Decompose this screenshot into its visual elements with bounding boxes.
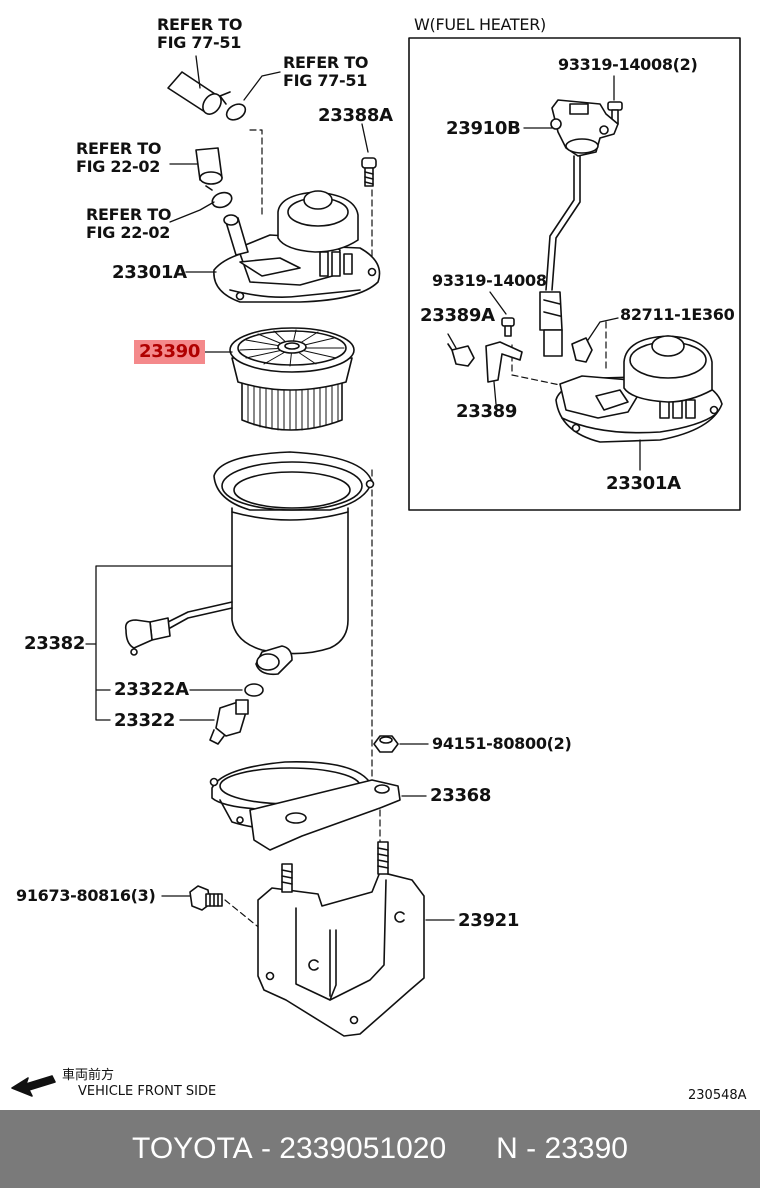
footer-brand: TOYOTA [132, 1132, 253, 1165]
drain-plug-23322 [209, 699, 249, 745]
label-refer-fig-77-51: REFER TO FIG 77-51 [157, 15, 243, 52]
label-23301A: 23301A [112, 262, 187, 283]
vehicle-front-jp: 車両前方 [62, 1068, 115, 1083]
label-refer-fig-22-02: REFER TO FIG 22-02 [76, 139, 162, 176]
label-82711-1E360: 82711-1E360 [620, 305, 735, 324]
label-23382: 23382 [24, 633, 86, 654]
diagram-id: 230548A [688, 1088, 747, 1103]
bracket-23389 [485, 341, 523, 383]
label-23389: 23389 [456, 401, 518, 422]
fuel-hose-lower [195, 147, 223, 185]
label-23388A: 23388A [318, 105, 393, 126]
footer-n-code: 23390 [544, 1132, 628, 1165]
clip-82711-1E360 [571, 337, 593, 363]
fuel-heater-23910B [539, 99, 619, 357]
bracket-ring-23368 [209, 761, 401, 851]
vehicle-front-en: VEHICLE FRONT SIDE [78, 1084, 217, 1099]
label-refer-fig-77-51: REFER TO FIG 77-51 [283, 53, 369, 90]
filter-element-23390 [229, 327, 355, 431]
label-23390-highlighted[interactable]: 23390 [134, 340, 206, 364]
filter-bowl-23382 [124, 451, 375, 676]
label-93319-14008: 93319-14008 [432, 271, 547, 290]
label-refer-fig-22-02: REFER TO FIG 22-02 [86, 205, 172, 242]
o-ring-23322A [244, 683, 264, 697]
bolt-91673 [189, 885, 223, 911]
bolt-23388A [361, 157, 377, 187]
clip-23389A [447, 343, 475, 367]
filter-head-23301A [213, 190, 381, 303]
label-23368: 23368 [430, 785, 492, 806]
label-93319-14008-2: 93319-14008(2) [558, 55, 698, 74]
label-23910B: 23910B [446, 118, 521, 139]
footer-part-number: 2339051020 [279, 1132, 447, 1165]
label-23322: 23322 [114, 710, 176, 731]
screw-93319-14008-2 [607, 101, 623, 125]
label-23389A: 23389A [420, 305, 495, 326]
fuel-hose-upper [167, 71, 222, 115]
label-23301A-inset: 23301A [606, 473, 681, 494]
footer-separator: - [252, 1132, 280, 1165]
footer-bar: TOYOTA - 2339051020 N - 23390 [0, 1110, 760, 1188]
nut-94151 [373, 735, 399, 753]
parts-diagram: REFER TO FIG 77-51 REFER TO FIG 77-51 RE… [11, 15, 747, 1103]
screw-93319-14008 [501, 317, 515, 337]
inset-title: W(FUEL HEATER) [414, 15, 546, 34]
hose-clamp [219, 91, 247, 121]
label-23322A: 23322A [114, 679, 189, 700]
hose-clamp [205, 185, 233, 209]
mounting-bracket-23921 [257, 841, 425, 1037]
exploded-view-drawing [11, 37, 741, 1097]
footer-gap [446, 1132, 496, 1166]
label-91673-80816: 91673-80816(3) [16, 886, 156, 905]
label-94151-80800: 94151-80800(2) [432, 734, 572, 753]
filter-head-23301A-inset [555, 335, 723, 443]
label-23921: 23921 [458, 910, 520, 931]
footer-n-label: N [496, 1132, 518, 1165]
vehicle-front-arrow-icon [11, 1075, 56, 1097]
footer-separator: - [517, 1132, 545, 1165]
